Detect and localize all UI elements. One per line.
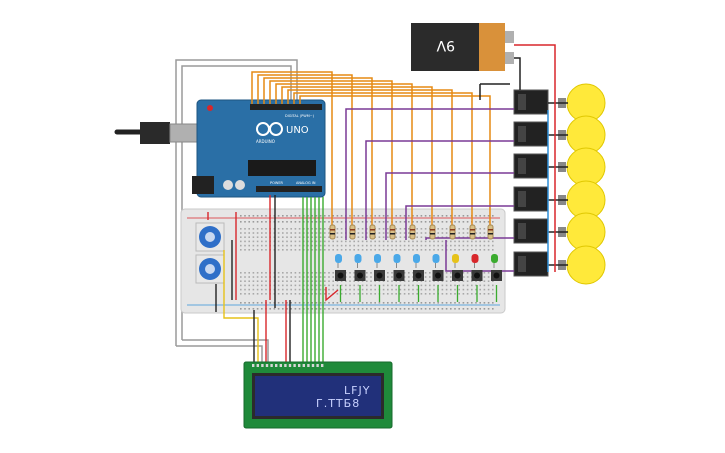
push-button-1[interactable]: [335, 270, 346, 302]
push-button-9[interactable]: [491, 270, 502, 302]
push-button-7[interactable]: [452, 270, 463, 302]
orange-wires: [251, 71, 491, 228]
lcd-line-1: LFJY: [344, 384, 370, 397]
analog-pins-label: ANALOG IN: [296, 181, 316, 185]
bulb-4-icon[interactable]: [548, 180, 606, 220]
relay-4[interactable]: [513, 186, 549, 212]
green-led: [491, 254, 498, 268]
lcd-display[interactable]: LFJY Г.ТТБ8: [243, 361, 393, 429]
relays: [513, 89, 549, 277]
potentiometer-2[interactable]: [195, 254, 225, 284]
resistor-7: [449, 224, 456, 240]
resistor-5: [409, 224, 416, 240]
bulb-1-icon[interactable]: [548, 83, 606, 123]
battery-label: 9V: [436, 37, 455, 53]
gray-wires: [175, 59, 298, 362]
resistor-9: [487, 224, 494, 240]
resistor-6: [429, 224, 436, 240]
blue-led: [432, 254, 440, 268]
push-button-8[interactable]: [471, 270, 483, 302]
blue-led: [374, 254, 381, 268]
yellow-led: [452, 254, 459, 268]
resistor-1: [329, 224, 336, 240]
breadboard-holes: [240, 215, 494, 310]
usb-cable: [114, 122, 211, 144]
leds: [335, 254, 498, 268]
power-pins-label: POWER: [270, 181, 284, 185]
push-button-6[interactable]: [432, 270, 444, 302]
arduino-board[interactable]: UNO ARDUINO DIGITAL (PWM~) POWER ANALOG …: [192, 99, 326, 198]
push-button-4[interactable]: [393, 270, 405, 302]
lcd-power-wires: [253, 300, 291, 362]
relay-3[interactable]: [513, 153, 549, 179]
bulb-3-icon[interactable]: [548, 147, 606, 187]
push-button-5[interactable]: [413, 270, 424, 302]
breadboard[interactable]: [180, 208, 506, 314]
push-button-2[interactable]: [354, 270, 366, 302]
arduino-brand-label: ARDUINO: [256, 139, 275, 144]
resistor-2: [349, 224, 356, 240]
resistors: [329, 224, 494, 240]
arduino-model-label: UNO: [286, 125, 309, 136]
digital-pins-label: DIGITAL (PWM~): [285, 114, 315, 118]
blue-led: [335, 254, 342, 268]
battery-wires: [479, 44, 556, 272]
relay-6[interactable]: [513, 251, 549, 277]
lcd-line-2: Г.ТТБ8: [316, 397, 360, 410]
push-button-3[interactable]: [374, 270, 385, 302]
push-buttons: [335, 270, 502, 302]
green-wires: [302, 197, 324, 362]
blue-led: [413, 254, 420, 268]
arduino-logo: [256, 122, 283, 136]
breadboard-wires: [207, 195, 339, 362]
potentiometer-1[interactable]: [195, 222, 225, 252]
blue-led: [354, 254, 362, 268]
resistor-4: [389, 224, 396, 240]
bulb-6-icon[interactable]: [548, 245, 606, 285]
lcd-pins: [252, 364, 324, 367]
relay-1[interactable]: [513, 89, 549, 115]
resistor-8: [469, 224, 476, 240]
resistor-3: [369, 224, 376, 240]
bulb-2-icon[interactable]: [548, 115, 606, 155]
bulbs: [548, 83, 606, 285]
purple-wires: [345, 108, 514, 272]
bulb-5-icon[interactable]: [548, 212, 606, 252]
blue-led: [393, 254, 401, 268]
relay-5[interactable]: [513, 218, 549, 244]
battery-9v[interactable]: 9V: [411, 23, 514, 71]
relay-2[interactable]: [513, 121, 549, 147]
red-led: [471, 254, 479, 268]
